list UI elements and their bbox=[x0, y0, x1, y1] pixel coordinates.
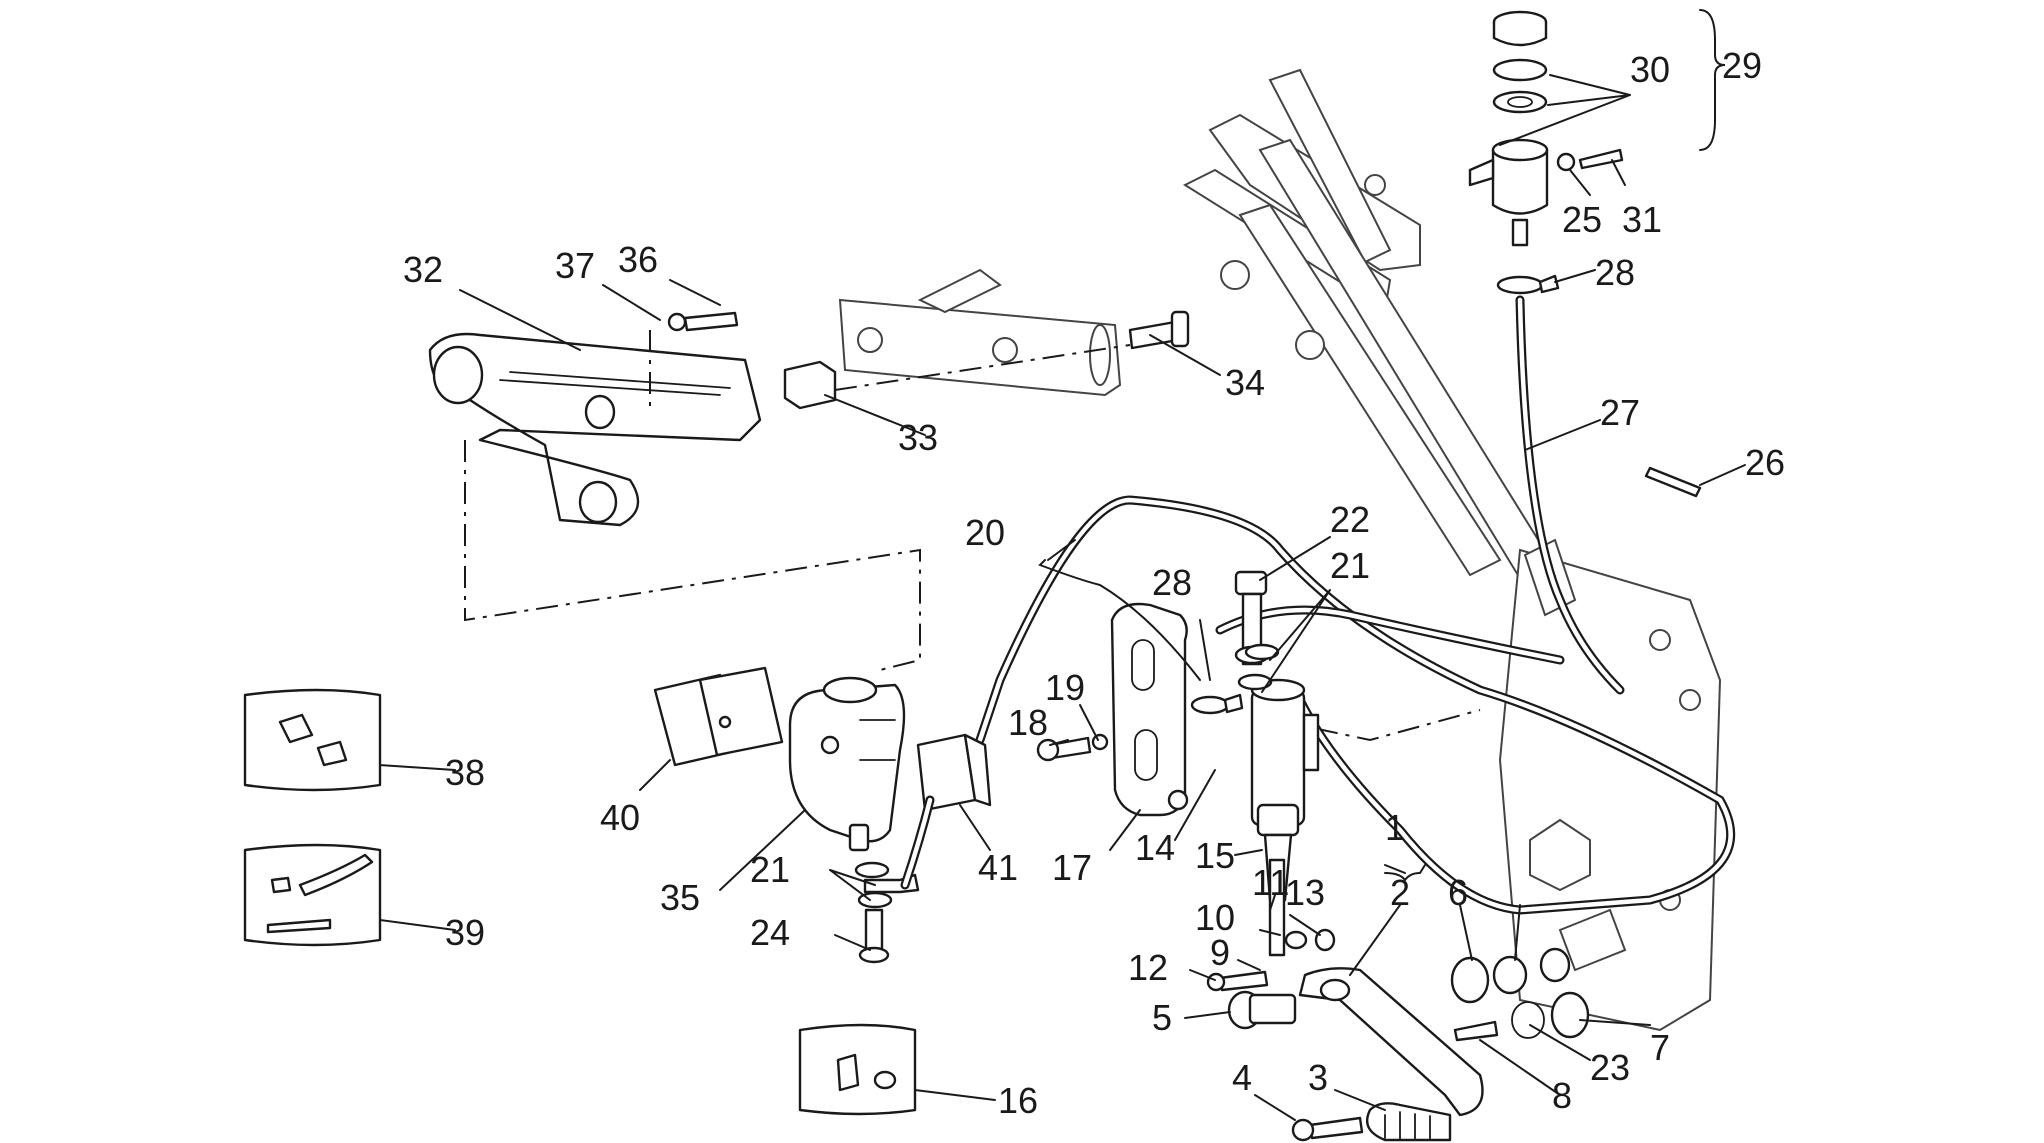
callout-19: 19 bbox=[1045, 667, 1085, 708]
master-cylinder-guard bbox=[1110, 602, 1189, 817]
callout-13: 13 bbox=[1285, 872, 1325, 913]
callout-10: 10 bbox=[1195, 897, 1235, 938]
hose-clamp-top bbox=[1496, 274, 1560, 295]
callout-15: 15 bbox=[1195, 835, 1235, 876]
callout-17: 17 bbox=[1052, 847, 1092, 888]
callout-21-caliper: 21 bbox=[750, 849, 790, 890]
callout-9: 9 bbox=[1210, 932, 1230, 973]
brake-pads bbox=[653, 666, 784, 767]
callout-36: 36 bbox=[618, 239, 658, 280]
callout-35: 35 bbox=[660, 877, 700, 918]
callout-27: 27 bbox=[1600, 392, 1640, 433]
callout-40: 40 bbox=[600, 797, 640, 838]
retaining-pin bbox=[1644, 466, 1702, 498]
callout-34: 34 bbox=[1225, 362, 1265, 403]
kit-bag-39 bbox=[243, 843, 382, 947]
callout-41: 41 bbox=[978, 847, 1018, 888]
callout-20: 20 bbox=[965, 512, 1005, 553]
hose-clamp-mid bbox=[1190, 693, 1244, 715]
reservoir-hose bbox=[1515, 295, 1625, 695]
callout-14: 14 bbox=[1135, 827, 1175, 868]
pedal-spacers bbox=[1450, 947, 1590, 1042]
callout-6: 6 bbox=[1448, 872, 1468, 913]
callout-25: 25 bbox=[1562, 199, 1602, 240]
bracket-bolts bbox=[667, 310, 1190, 350]
banjo-bolt-top bbox=[1234, 570, 1270, 666]
callout-38: 38 bbox=[445, 752, 485, 793]
hose-guide bbox=[916, 733, 992, 812]
callout-37: 37 bbox=[555, 245, 595, 286]
callout-18: 18 bbox=[1008, 702, 1048, 743]
brake-line bbox=[975, 495, 1736, 915]
callout-29: 29 bbox=[1722, 45, 1762, 86]
brake-pedal bbox=[1298, 967, 1484, 1117]
frame-plate bbox=[838, 268, 1122, 397]
callout-5: 5 bbox=[1152, 997, 1172, 1038]
callout-39: 39 bbox=[445, 912, 485, 953]
callout-1: 1 bbox=[1385, 807, 1405, 848]
callout-28-top: 28 bbox=[1595, 252, 1635, 293]
callout-26: 26 bbox=[1745, 442, 1785, 483]
callout-24: 24 bbox=[750, 912, 790, 953]
callout-30: 30 bbox=[1630, 49, 1670, 90]
callout-22: 22 bbox=[1330, 499, 1370, 540]
callout-2: 2 bbox=[1390, 872, 1410, 913]
banjo-washers-top bbox=[1237, 643, 1280, 691]
callout-23: 23 bbox=[1590, 1047, 1630, 1088]
caliper-hose bbox=[900, 795, 935, 890]
pedal-footpeg bbox=[1291, 1102, 1452, 1142]
callout-7: 7 bbox=[1650, 1027, 1670, 1068]
caliper-banjo bbox=[854, 861, 920, 964]
callout-4: 4 bbox=[1232, 1057, 1252, 1098]
callout-3: 3 bbox=[1308, 1057, 1328, 1098]
guard-screw bbox=[1036, 733, 1109, 762]
kit-bag-38 bbox=[243, 688, 382, 792]
leader-lines bbox=[379, 9, 1746, 1121]
reservoir-screw bbox=[1556, 148, 1624, 172]
callout-8: 8 bbox=[1552, 1075, 1572, 1116]
callout-16: 16 bbox=[998, 1080, 1038, 1121]
callout-11: 11 bbox=[1252, 862, 1289, 903]
pedal-pivot-bolts bbox=[1206, 970, 1297, 1030]
brake-caliper bbox=[788, 676, 906, 852]
callout-33: 33 bbox=[898, 417, 938, 458]
reservoir-feed-hose bbox=[1215, 605, 1565, 665]
callout-12: 12 bbox=[1128, 947, 1168, 988]
kit-bag-16 bbox=[798, 1023, 917, 1116]
callout-31: 31 bbox=[1622, 199, 1662, 240]
callout-32: 32 bbox=[403, 249, 443, 290]
callout-21-top: 21 bbox=[1330, 545, 1370, 586]
callout-labels: 1 2 3 4 5 6 7 8 9 10 11 12 13 14 15 16 1… bbox=[403, 45, 1785, 1121]
spacer-block bbox=[783, 360, 837, 410]
brake-fluid-reservoir bbox=[1468, 10, 1549, 247]
footrest-bracket bbox=[428, 332, 762, 527]
callout-28-mid: 28 bbox=[1152, 562, 1192, 603]
